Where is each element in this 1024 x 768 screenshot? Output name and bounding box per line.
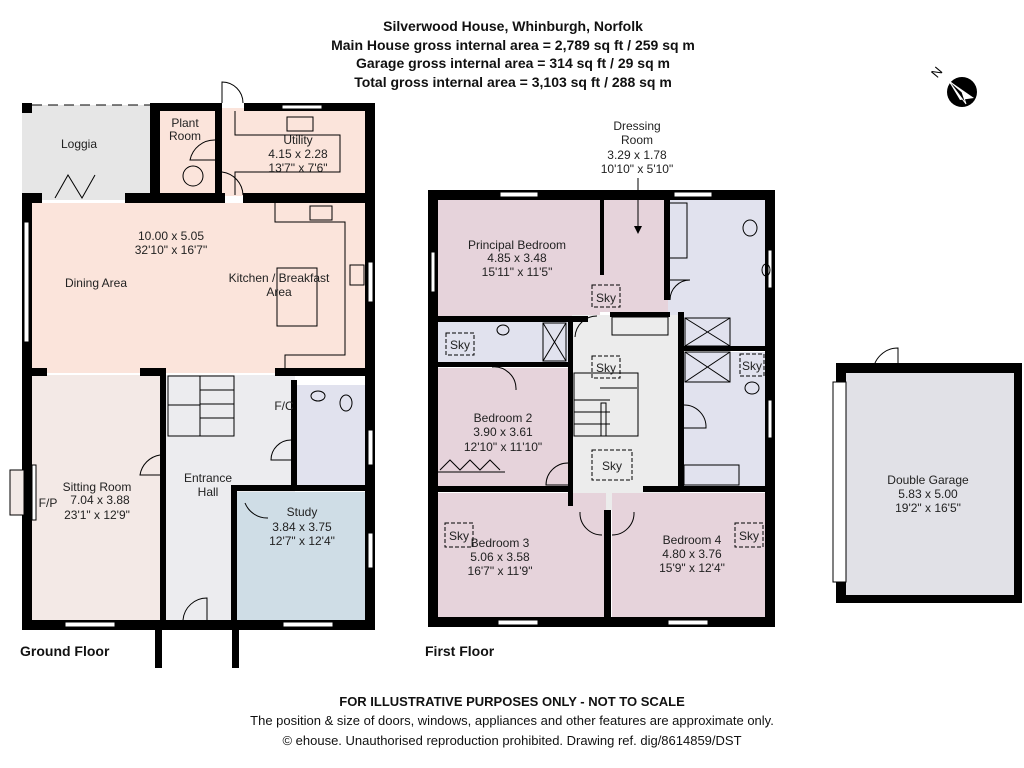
principal-bedroom: [438, 200, 600, 318]
approximate-note: The position & size of doors, windows, a…: [250, 713, 774, 728]
ground-floor-label: Ground Floor: [20, 643, 110, 659]
plant-room: [150, 105, 220, 195]
utility-metric: 4.15 x 2.28: [268, 147, 328, 161]
sitting-room-metric: 7.04 x 3.88: [70, 493, 130, 507]
plant-room-label: Plant: [171, 116, 199, 130]
study-label: Study: [287, 505, 318, 519]
loggia-room: [22, 105, 150, 200]
loggia-label: Loggia: [61, 137, 97, 151]
skylight-label: Sky: [602, 459, 622, 473]
bedroom-4-imperial: 15'9" x 12'4": [659, 561, 725, 575]
first-floor-label: First Floor: [425, 643, 495, 659]
garage-imperial: 19'2" x 16'5": [895, 501, 961, 515]
plant-room-label-2: Room: [169, 129, 201, 143]
dressing-room-label: Dressing: [613, 119, 660, 133]
dressing-room-metric: 3.29 x 1.78: [607, 148, 667, 162]
entrance-hall-label: Entrance: [184, 471, 232, 485]
principal-bedroom-label: Principal Bedroom: [468, 238, 566, 252]
double-garage: [846, 373, 1014, 595]
dressing-room: [600, 200, 668, 312]
north-arrow-icon: N: [928, 64, 977, 107]
total-area: Total gross internal area = 3,103 sq ft …: [354, 74, 672, 90]
utility-room: [220, 108, 365, 196]
sitting-room: [32, 375, 160, 620]
bedroom-2-label: Bedroom 2: [474, 411, 533, 425]
header: Silverwood House, Whinburgh, Norfolk Mai…: [331, 18, 695, 90]
sitting-room-label: Sitting Room: [63, 480, 132, 494]
bedroom-4: [612, 493, 765, 617]
skylight-label: Sky: [739, 529, 759, 543]
disclaimer: FOR ILLUSTRATIVE PURPOSES ONLY - NOT TO …: [339, 694, 685, 709]
principal-bedroom-metric: 4.85 x 3.48: [487, 251, 547, 265]
garage-area: Garage gross internal area = 314 sq ft /…: [356, 55, 670, 71]
kitchen-label: Kitchen / Breakfast: [229, 271, 330, 285]
dining-area-label: Dining Area: [65, 276, 127, 290]
utility-imperial: 13'7" x 7'6": [268, 161, 327, 175]
first-floor-plan: Sky Sky Sky Sky Sky Sky Sky Dressing Roo…: [425, 119, 775, 659]
skylight-label: Sky: [596, 291, 616, 305]
skylight-label: Sky: [596, 361, 616, 375]
bedroom-2-metric: 3.90 x 3.61: [473, 425, 533, 439]
sitting-room-imperial: 23'1" x 12'9": [64, 508, 130, 522]
utility-label: Utility: [283, 133, 312, 147]
kitchen-dining-room: [32, 203, 367, 373]
wc-room: [297, 385, 365, 485]
ground-floor-plan: Loggia Plant Room Utility 4.15 x 2.28 13…: [9, 81, 375, 668]
garage-label: Double Garage: [887, 473, 969, 487]
skylight-label: Sky: [742, 359, 762, 373]
kitchen-metric: 10.00 x 5.05: [138, 229, 204, 243]
kitchen-imperial: 32'10" x 16'7": [135, 243, 208, 257]
bedroom-2-imperial: 12'10" x 11'10": [464, 440, 542, 454]
study-metric: 3.84 x 3.75: [272, 520, 332, 534]
fc-label: F/C: [274, 399, 294, 413]
principal-bedroom-imperial: 15'11" x 11'5": [482, 265, 553, 279]
dressing-room-imperial: 10'10" x 5'10": [601, 162, 674, 176]
skylight-label: Sky: [449, 529, 469, 543]
bedroom-4-metric: 4.80 x 3.76: [662, 547, 722, 561]
study-imperial: 12'7" x 12'4": [269, 534, 335, 548]
skylight-label: Sky: [450, 338, 470, 352]
copyright: © ehouse. Unauthorised reproduction proh…: [282, 733, 741, 748]
compass-north-label: N: [928, 64, 946, 81]
dressing-room-label-2: Room: [621, 133, 653, 147]
fireplace-label: F/P: [39, 496, 58, 510]
footer: FOR ILLUSTRATIVE PURPOSES ONLY - NOT TO …: [250, 694, 774, 748]
bedroom-3: [438, 493, 606, 617]
garage-metric: 5.83 x 5.00: [898, 487, 958, 501]
main-house-area: Main House gross internal area = 2,789 s…: [331, 37, 695, 53]
kitchen-label-2: Area: [266, 285, 292, 299]
entrance-hall-label-2: Hall: [198, 485, 219, 499]
bedroom-3-label: Bedroom 3: [471, 536, 530, 550]
property-title: Silverwood House, Whinburgh, Norfolk: [383, 18, 643, 34]
bedroom-3-metric: 5.06 x 3.58: [470, 550, 530, 564]
bedroom-3-imperial: 16'7" x 11'9": [468, 564, 533, 578]
ensuite-bathroom: [668, 200, 765, 348]
bedroom-4-label: Bedroom 4: [663, 533, 722, 547]
garage-plan: Double Garage 5.83 x 5.00 19'2" x 16'5": [832, 347, 1022, 603]
study-room: [237, 492, 365, 620]
bedroom-2: [438, 368, 568, 488]
